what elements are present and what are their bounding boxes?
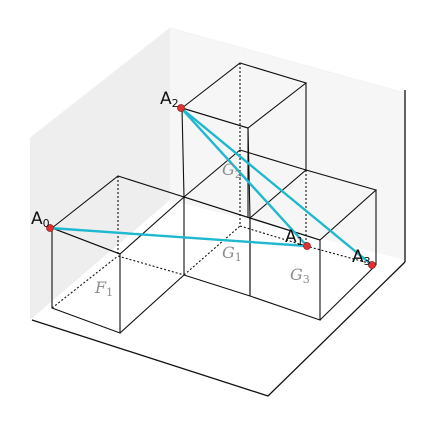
pane-edge-left: [29, 27, 171, 139]
cube-g3: [248, 169, 378, 321]
label-a3: A3: [352, 247, 371, 268]
label-a0: A0: [31, 209, 50, 230]
path-segments: [48, 106, 374, 267]
point-a1: [303, 242, 311, 250]
label-g3: G3: [290, 265, 310, 286]
segment-a2-a1: [179, 106, 309, 248]
label-g1: G1: [222, 243, 242, 264]
floor-edge: [31, 261, 406, 397]
cube-wireframes: [50, 62, 378, 334]
label-f1: F1: [94, 278, 113, 299]
segment-a0-a1: [48, 226, 309, 248]
point-a0: [46, 224, 54, 232]
label-a1: A1: [285, 227, 304, 248]
back-right-pane: [170, 28, 405, 260]
pane-edge-right: [169, 27, 406, 94]
label-g2: G2: [222, 160, 242, 181]
point-a3: [368, 261, 376, 269]
point-a2: [177, 104, 185, 112]
label-a2: A2: [160, 89, 179, 110]
back-left-pane: [30, 28, 170, 320]
segment-a2-a3: [179, 106, 374, 267]
